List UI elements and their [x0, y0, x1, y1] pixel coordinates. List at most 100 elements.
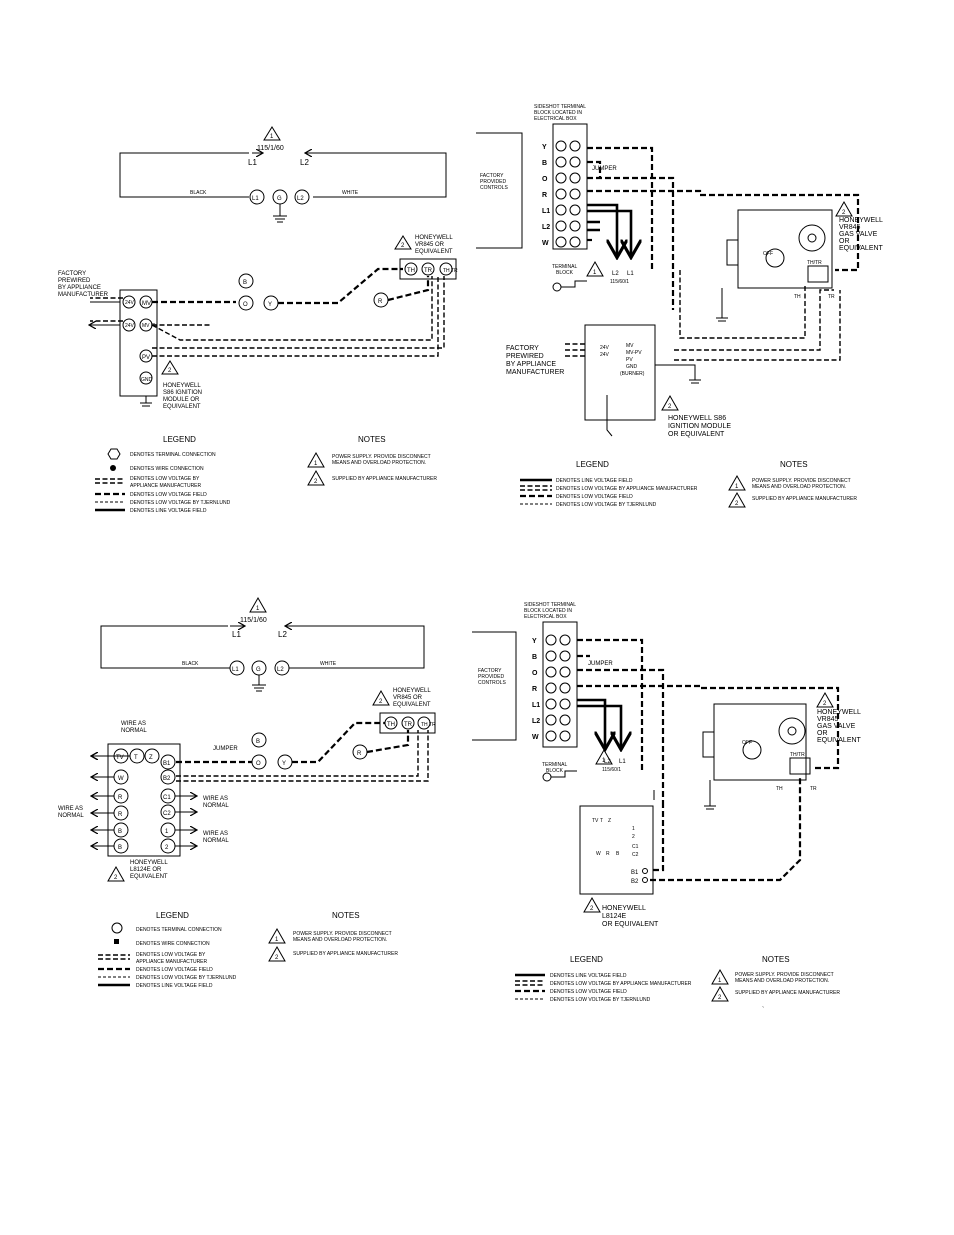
svg-text:TR: TR [424, 268, 433, 274]
svg-text:TH/TR: TH/TR [807, 260, 822, 266]
terminal-screw [555, 236, 567, 248]
svg-text:115/60/1: 115/60/1 [610, 279, 629, 285]
svg-text:FACTORY: FACTORY [478, 668, 502, 674]
terminal-screw [545, 682, 557, 694]
svg-text:1: 1 [593, 270, 597, 276]
controller-terminal-label: 1 [165, 829, 169, 835]
svg-text:L2: L2 [277, 667, 284, 673]
svg-text:LEGEND: LEGEND [570, 955, 603, 964]
svg-text:TERMINAL: TERMINAL [552, 264, 578, 270]
svg-text:O: O [256, 761, 261, 767]
diagram-1: 1 115/1/60 L1 L2 BLACK WHITE L1 G L2 TH … [58, 126, 458, 410]
svg-text:SUPPLIED BY APPLIANCE MANUFACT: SUPPLIED BY APPLIANCE MANUFACTURER [752, 496, 857, 502]
d1-legend: LEGEND DENOTES TERMINAL CONNECTION DENOT… [95, 435, 231, 514]
terminal-screw [559, 730, 571, 742]
svg-text:SUPPLIED BY APPLIANCE MANUFACT: SUPPLIED BY APPLIANCE MANUFACTURER [735, 990, 840, 996]
svg-text:ELECTRICAL BOX: ELECTRICAL BOX [534, 116, 577, 122]
terminal-screw [545, 650, 557, 662]
diagram-3: 1 115/1/60 L1 L2 BLACK WHITE L1 G L2 TH … [58, 596, 436, 882]
terminal-screw [545, 666, 557, 678]
d2-legend: LEGEND DENOTES LINE VOLTAGE FIELD DENOTE… [520, 460, 698, 508]
svg-text:SIDESHOT TERMINAL: SIDESHOT TERMINAL [534, 104, 586, 110]
svg-text:OFF: OFF [763, 251, 773, 257]
svg-text:MODULE OR: MODULE OR [163, 397, 200, 403]
svg-text:IGNITION MODULE: IGNITION MODULE [668, 423, 731, 430]
svg-text:2: 2 [718, 995, 722, 1001]
svg-text:TH: TH [407, 268, 415, 274]
controller-terminal-label: R [118, 795, 123, 801]
svg-text:TERMINAL: TERMINAL [542, 762, 568, 768]
d4-legend: LEGEND DENOTES LINE VOLTAGE FIELD DENOTE… [515, 955, 692, 1003]
svg-text:BY APPLIANCE: BY APPLIANCE [58, 285, 101, 291]
terminal-screw [559, 650, 571, 662]
svg-text:1: 1 [718, 978, 722, 984]
svg-text:2: 2 [275, 955, 279, 961]
svg-text:POWER SUPPLY. PROVIDE DISCONNE: POWER SUPPLY. PROVIDE DISCONNECT [332, 454, 431, 460]
svg-text:24V: 24V [600, 352, 610, 358]
terminal-label: Y [532, 638, 537, 645]
svg-text:SUPPLIED BY APPLIANCE MANUFACT: SUPPLIED BY APPLIANCE MANUFACTURER [293, 951, 398, 957]
svg-text:BLOCK LOCATED IN: BLOCK LOCATED IN [524, 608, 572, 614]
terminal-screw [555, 204, 567, 216]
svg-text:2: 2 [590, 906, 594, 912]
svg-text:DENOTES LOW VOLTAGE FIELD: DENOTES LOW VOLTAGE FIELD [550, 989, 627, 995]
terminal-screw [555, 156, 567, 168]
terminal-screw [569, 156, 581, 168]
svg-text:L2: L2 [604, 759, 611, 765]
svg-text:L8124E OR: L8124E OR [130, 867, 162, 873]
svg-text:POWER SUPPLY. PROVIDE DISCONNE: POWER SUPPLY. PROVIDE DISCONNECT [293, 931, 392, 937]
svg-text:DENOTES TERMINAL CONNECTION: DENOTES TERMINAL CONNECTION [136, 927, 222, 933]
svg-text:EQUIVALENT: EQUIVALENT [163, 404, 201, 410]
svg-text:MEANS AND OVERLOAD PROTECTION.: MEANS AND OVERLOAD PROTECTION. [293, 937, 387, 943]
svg-text:EQUIVALENT: EQUIVALENT [415, 249, 453, 255]
terminal-screw [559, 682, 571, 694]
svg-text:L1: L1 [252, 196, 259, 202]
svg-text:DENOTES WIRE CONNECTION: DENOTES WIRE CONNECTION [130, 466, 204, 472]
svg-text:T: T [600, 818, 603, 824]
svg-text:DENOTES LOW VOLTAGE BY: DENOTES LOW VOLTAGE BY [130, 476, 200, 482]
d3-notes: NOTES 1 POWER SUPPLY. PROVIDE DISCONNECT… [268, 911, 398, 962]
svg-text:GND: GND [626, 364, 638, 370]
svg-text:BLOCK LOCATED IN: BLOCK LOCATED IN [534, 110, 582, 116]
svg-text:HONEYWELL: HONEYWELL [163, 383, 201, 389]
terminal-screw [545, 634, 557, 646]
svg-text:2: 2 [314, 479, 318, 485]
terminal-screw [569, 188, 581, 200]
svg-text:O: O [243, 302, 248, 308]
terminal-screw [559, 714, 571, 726]
terminal-label: L1 [542, 208, 550, 215]
svg-text:GND: GND [141, 377, 153, 383]
svg-text:Y: Y [282, 761, 286, 767]
svg-text:HONEYWELL: HONEYWELL [415, 235, 453, 241]
svg-text:L1: L1 [232, 630, 241, 639]
svg-text:JUMPER: JUMPER [213, 746, 238, 752]
svg-text:OR: OR [817, 730, 828, 737]
svg-text:MV-PV: MV-PV [626, 350, 642, 356]
svg-text:DENOTES LOW VOLTAGE FIELD: DENOTES LOW VOLTAGE FIELD [556, 494, 633, 500]
terminal-screw [545, 698, 557, 710]
svg-text:DENOTES LOW VOLTAGE FIELD: DENOTES LOW VOLTAGE FIELD [130, 492, 207, 498]
svg-text:L1: L1 [619, 759, 626, 765]
svg-text:2: 2 [114, 875, 118, 881]
svg-text:APPLIANCE MANUFACTURER: APPLIANCE MANUFACTURER [136, 959, 208, 965]
svg-text:TH: TH [794, 294, 801, 300]
svg-text:POWER SUPPLY. PROVIDE DISCONNE: POWER SUPPLY. PROVIDE DISCONNECT [752, 478, 851, 484]
svg-text:MEANS AND OVERLOAD PROTECTION.: MEANS AND OVERLOAD PROTECTION. [752, 484, 846, 490]
svg-text:24V: 24V [600, 345, 610, 351]
svg-text:L1: L1 [232, 667, 239, 673]
svg-text:DENOTES LOW VOLTAGE BY APPLIAN: DENOTES LOW VOLTAGE BY APPLIANCE MANUFAC… [550, 981, 692, 987]
terminal-screw [569, 220, 581, 232]
controller-terminal-label: R [118, 812, 123, 818]
svg-text:DENOTES LINE VOLTAGE FIELD: DENOTES LINE VOLTAGE FIELD [556, 478, 633, 484]
terminal-screw [545, 730, 557, 742]
svg-text:1: 1 [632, 826, 635, 832]
svg-text:HONEYWELL: HONEYWELL [817, 709, 861, 716]
svg-text:HONEYWELL S86: HONEYWELL S86 [668, 415, 726, 422]
svg-text:PREWIRED: PREWIRED [58, 278, 91, 284]
svg-text:B1: B1 [631, 870, 639, 876]
svg-text:HONEYWELL: HONEYWELL [130, 860, 168, 866]
svg-text:TH: TH [776, 786, 783, 792]
svg-text:MANUFACTURER: MANUFACTURER [58, 292, 109, 298]
d4-notes: NOTES 1 POWER SUPPLY. PROVIDE DISCONNECT… [711, 955, 840, 1014]
svg-text:NOTES: NOTES [358, 435, 386, 444]
